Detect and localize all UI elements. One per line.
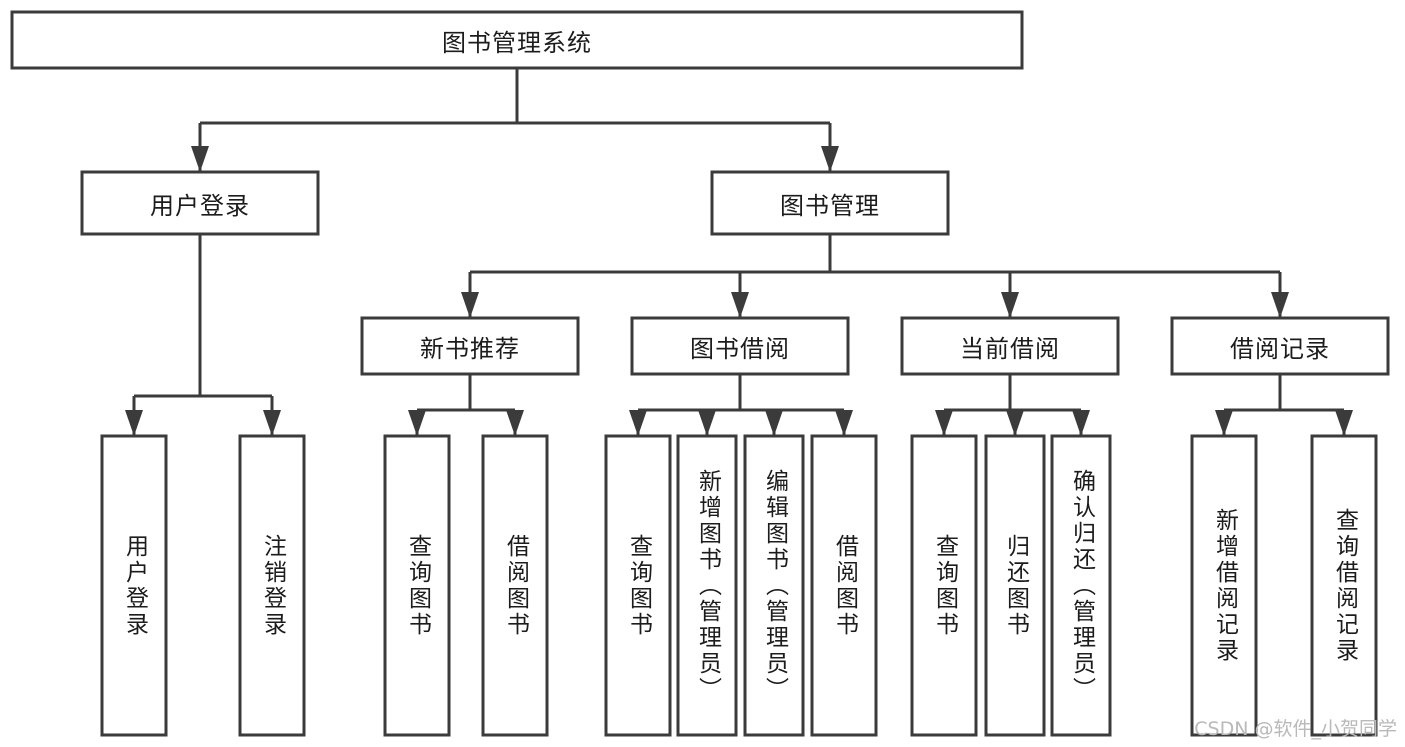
arrow-head-borrow-record-leaf-add-borrow-record bbox=[1215, 410, 1233, 436]
boxes-layer bbox=[10, 10, 1390, 737]
arrow-head-book-borrow-leaf-edit-book-admin bbox=[765, 410, 783, 436]
node-box-book-borrow bbox=[630, 316, 850, 376]
node-box-leaf-user-login bbox=[100, 434, 168, 737]
node-box-current-borrow bbox=[900, 316, 1120, 376]
arrow-head-borrow-record-leaf-query-borrow-record bbox=[1335, 410, 1353, 436]
arrow-head-new-book-recommend-leaf-query-book-recommend bbox=[408, 410, 426, 436]
node-box-leaf-add-borrow-record bbox=[1190, 434, 1258, 737]
arrow-head-current-borrow-leaf-confirm-return-admin bbox=[1072, 410, 1090, 436]
arrow-head-user-login-leaf-user-login bbox=[125, 410, 143, 436]
arrow-head-book-management-book-borrow bbox=[731, 292, 749, 318]
node-box-leaf-query-borrow-record bbox=[1310, 434, 1378, 737]
node-box-leaf-logout bbox=[238, 434, 306, 737]
node-box-leaf-edit-book-admin bbox=[743, 434, 805, 737]
node-box-leaf-query-book-borrow bbox=[604, 434, 672, 737]
arrow-head-book-borrow-leaf-add-book-admin bbox=[698, 410, 716, 436]
connectors-layer bbox=[125, 68, 1353, 436]
arrow-head-book-management-new-book-recommend bbox=[461, 292, 479, 318]
arrow-head-user-login-leaf-logout bbox=[263, 410, 281, 436]
arrow-head-book-borrow-leaf-borrow-book bbox=[835, 410, 853, 436]
node-box-leaf-query-book-recommend bbox=[383, 434, 451, 737]
node-box-leaf-confirm-return-admin bbox=[1050, 434, 1112, 737]
node-box-new-book-recommend bbox=[360, 316, 580, 376]
arrow-head-current-borrow-leaf-return-book bbox=[1006, 410, 1024, 436]
arrow-head-book-borrow-leaf-query-book-borrow bbox=[629, 410, 647, 436]
node-box-borrow-record bbox=[1170, 316, 1390, 376]
node-box-user-login bbox=[80, 170, 320, 236]
arrow-head-root-user-login bbox=[191, 146, 209, 172]
arrow-head-root-book-management bbox=[821, 146, 839, 172]
node-box-leaf-borrow-book-recommend bbox=[481, 434, 549, 737]
arrow-head-new-book-recommend-leaf-borrow-book-recommend bbox=[506, 410, 524, 436]
arrow-head-current-borrow-leaf-query-book-current bbox=[935, 410, 953, 436]
arrow-head-book-management-borrow-record bbox=[1271, 292, 1289, 318]
node-box-leaf-add-book-admin bbox=[676, 434, 738, 737]
node-box-leaf-query-book-current bbox=[910, 434, 978, 737]
node-box-leaf-return-book bbox=[984, 434, 1046, 737]
arrow-head-book-management-current-borrow bbox=[1001, 292, 1019, 318]
node-box-leaf-borrow-book bbox=[810, 434, 878, 737]
node-box-root bbox=[10, 10, 1024, 70]
node-box-book-management bbox=[710, 170, 950, 236]
